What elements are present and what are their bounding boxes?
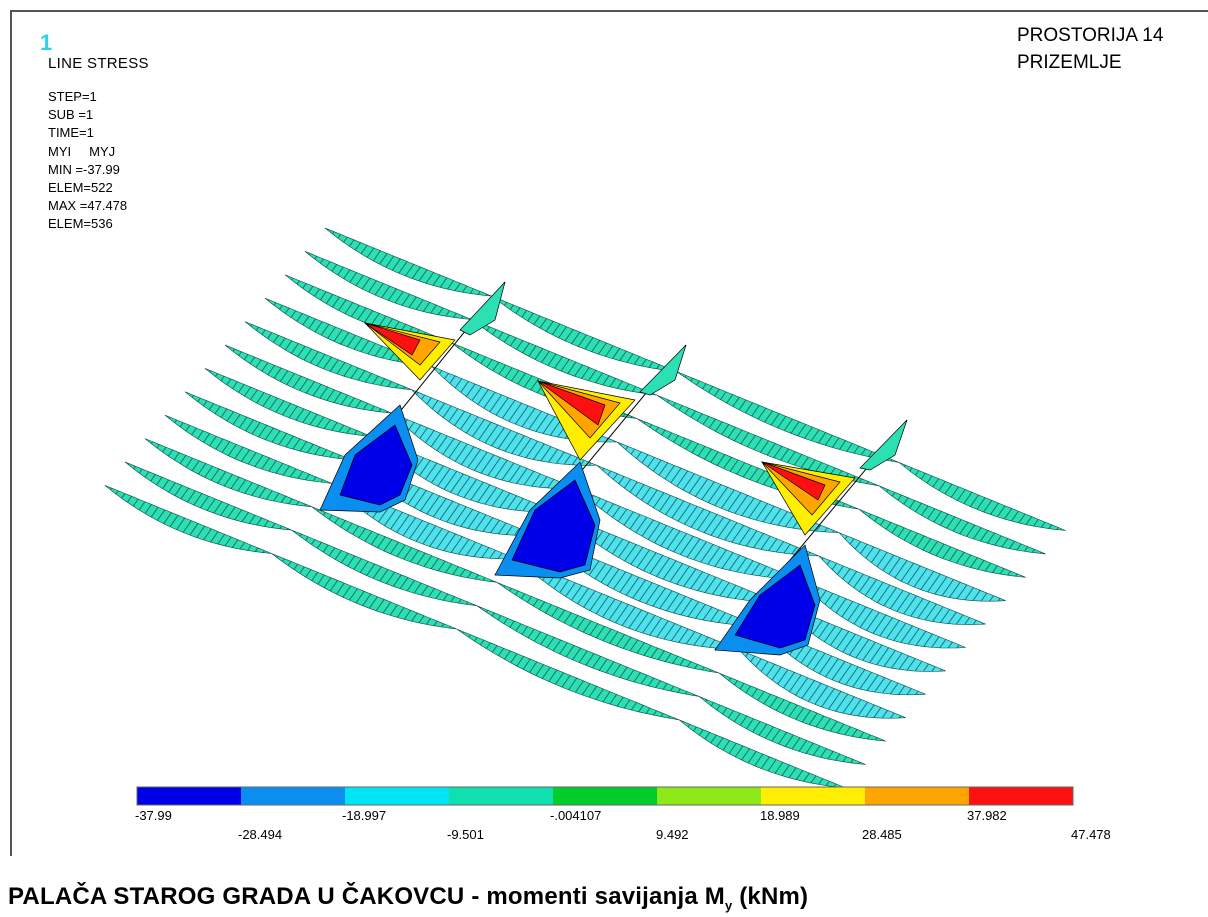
beam-1-span-3	[878, 485, 1046, 555]
beam-5-span-3	[798, 579, 966, 649]
legend-band-7	[865, 787, 970, 805]
negative-peak-2-core	[511, 479, 596, 573]
positive-peak-3-core	[761, 461, 826, 501]
result-info: STEP=1 SUB =1 TIME=1 MYI MYJ MIN =-37.99…	[48, 88, 127, 234]
info-time: TIME=1	[48, 125, 94, 141]
beam-6-span-3	[778, 602, 946, 672]
beam-8-span-3	[738, 649, 906, 719]
legend-value-3: -9.501	[447, 827, 484, 842]
legend-band-0	[137, 787, 242, 805]
cross-connector-1	[459, 281, 506, 336]
legend-value-9: 47.478	[1071, 827, 1111, 842]
beam-3-span-3	[838, 532, 1006, 602]
info-substep: SUB =1	[48, 107, 94, 123]
negative-peak-3-core	[734, 564, 816, 649]
legend-band-6	[761, 787, 866, 805]
legend-band-5	[657, 787, 762, 805]
beam-0-span-3	[898, 462, 1066, 531]
legend-band-8	[969, 787, 1074, 805]
legend-value-5: 9.492	[656, 827, 689, 842]
legend-value-2: -18.997	[342, 808, 387, 823]
info-max-element: ELEM=536	[48, 216, 113, 232]
plot-title: LINE STRESS	[48, 55, 149, 72]
beam-0-span-0	[324, 227, 492, 297]
caption-text: PALAČA STAROG GRADA U ČAKOVCU - momenti …	[8, 883, 725, 910]
legend-value-1: -28.494	[238, 827, 283, 842]
legend-band-4	[553, 787, 658, 805]
cross-beam-moments	[319, 281, 908, 656]
info-max-value: MAX =47.478	[48, 198, 128, 214]
beam-0-span-1	[491, 295, 677, 372]
beam-4-span-3	[818, 555, 986, 625]
cross-connector-2	[639, 344, 687, 396]
legend-border	[136, 786, 1074, 806]
beam-9-span-3	[718, 672, 886, 742]
info-step: STEP=1	[48, 89, 97, 104]
cross-connector-3	[859, 419, 908, 471]
info-min-element: ELEM=522	[48, 180, 113, 196]
positive-peak-2-core	[537, 380, 606, 426]
room-name: PROSTORIJA 14	[1017, 25, 1164, 46]
beam-2-span-3	[858, 508, 1026, 578]
legend-value-7: 28.485	[862, 827, 902, 842]
caption-unit: (kNm)	[732, 883, 809, 910]
room-heading: PROSTORIJA 14 PRIZEMLJE	[1017, 22, 1163, 76]
legend-band-2	[345, 787, 450, 805]
legend-band-1	[241, 787, 346, 805]
legend-color-bar	[137, 787, 1074, 805]
window-number: 1	[40, 30, 53, 55]
info-min-value: MIN =-37.99	[48, 161, 120, 177]
legend-value-0: -37.99	[135, 808, 172, 823]
beam-10-span-3	[698, 696, 866, 765]
legend-value-4: -.004107	[550, 808, 602, 823]
floor-name: PRIZEMLJE	[1017, 52, 1122, 73]
negative-peak-1-core	[339, 424, 413, 506]
plot-frame	[10, 10, 1208, 856]
positive-peak-1-core	[364, 322, 421, 356]
legend-band-3	[449, 787, 554, 805]
legend-value-6: 18.989	[760, 808, 800, 823]
figure-caption: PALAČA STAROG GRADA U ČAKOVCU - momenti …	[8, 883, 808, 913]
legend-value-8: 37.982	[967, 808, 1007, 823]
info-moment-items: MYI MYJ	[48, 143, 116, 159]
caption-subscript: y	[724, 897, 733, 913]
